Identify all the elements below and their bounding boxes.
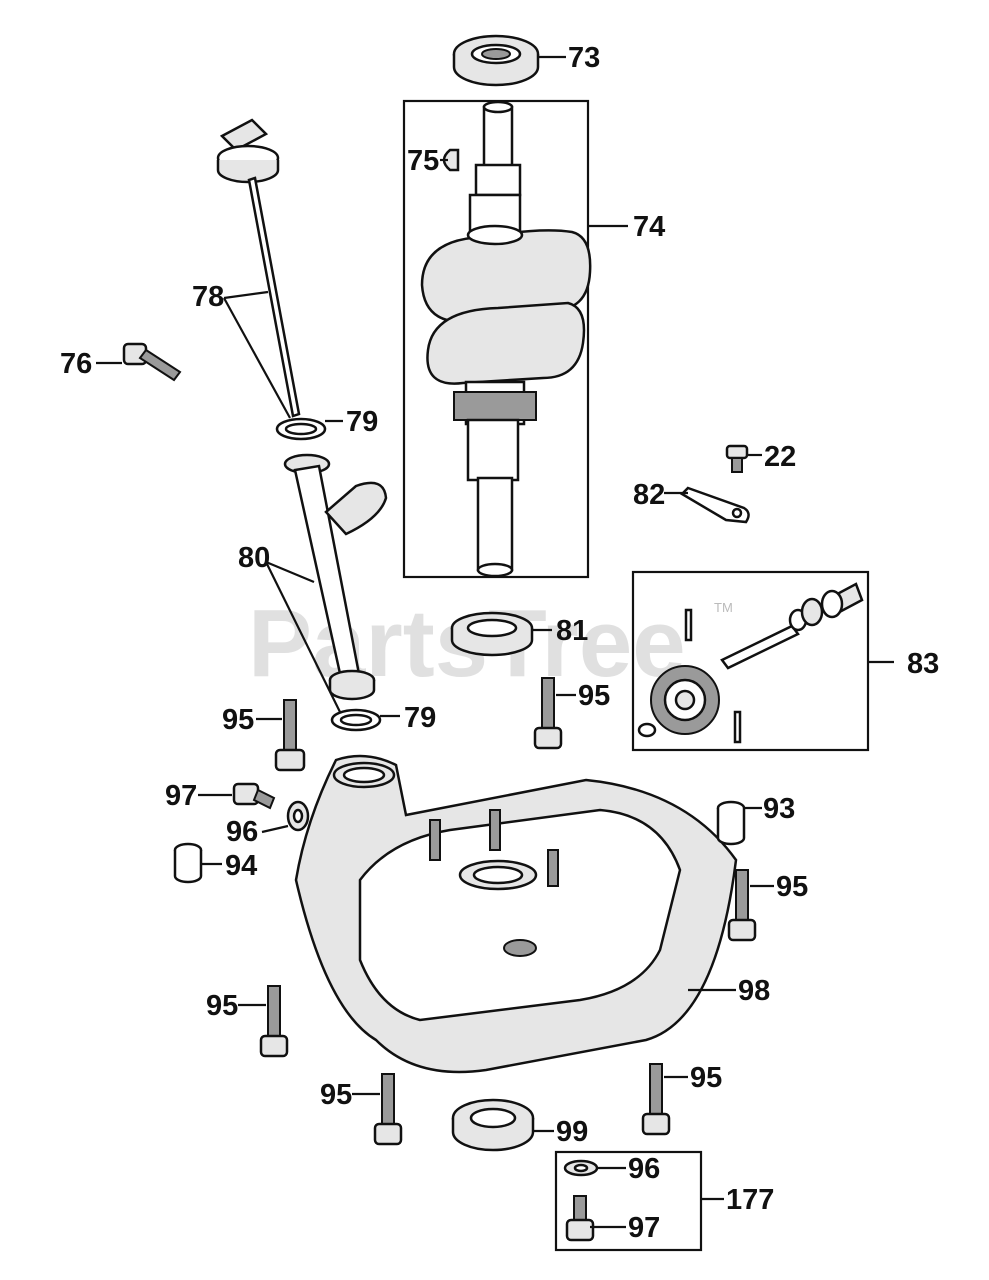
callout-79-lower: 79 <box>404 702 436 734</box>
bolt-95-f[interactable] <box>641 1063 671 1136</box>
oring-79-upper[interactable] <box>275 417 327 441</box>
callout-95-b: 95 <box>578 680 610 712</box>
callout-94: 94 <box>225 850 257 882</box>
callout-98: 98 <box>738 975 770 1007</box>
callout-96-upper: 96 <box>226 816 258 848</box>
callout-97-kit: 97 <box>628 1212 660 1244</box>
dipstick-tube-80[interactable] <box>283 453 388 701</box>
bearing-73[interactable] <box>452 34 540 87</box>
callout-99: 99 <box>556 1116 588 1148</box>
bolt-95-d[interactable] <box>259 985 289 1058</box>
oring-79-lower[interactable] <box>330 708 382 732</box>
bolt-95-c[interactable] <box>727 869 757 942</box>
hardware-kit-box <box>554 1150 703 1252</box>
callout-93: 93 <box>763 793 795 825</box>
callout-96-kit: 96 <box>628 1153 660 1185</box>
callout-95-a: 95 <box>222 704 254 736</box>
dipstick-78[interactable] <box>216 118 301 418</box>
bearing-99[interactable] <box>451 1098 535 1152</box>
watermark-tm: TM <box>714 600 733 615</box>
bolt-76[interactable] <box>122 342 182 382</box>
bolt-97-kit[interactable] <box>565 1195 595 1242</box>
callout-76: 76 <box>60 348 92 380</box>
crankcase-cover-98[interactable] <box>294 754 738 1074</box>
bolt-22[interactable] <box>725 444 749 473</box>
callout-82: 82 <box>633 479 665 511</box>
callout-95-c: 95 <box>776 871 808 903</box>
governor-assembly-83[interactable] <box>637 582 864 744</box>
callout-95-e: 95 <box>320 1079 352 1111</box>
callout-22: 22 <box>764 441 796 473</box>
callout-73: 73 <box>568 42 600 74</box>
bolt-95-b[interactable] <box>533 677 563 750</box>
callout-97-upper: 97 <box>165 780 197 812</box>
callout-83: 83 <box>907 648 939 680</box>
crankshaft-74[interactable] <box>420 100 592 578</box>
woodruff-key-75[interactable] <box>442 148 460 172</box>
callout-74: 74 <box>633 211 665 243</box>
bolt-95-a[interactable] <box>274 699 306 772</box>
callout-95-f: 95 <box>690 1062 722 1094</box>
callout-95-d: 95 <box>206 990 238 1022</box>
bolt-95-e[interactable] <box>373 1073 403 1146</box>
callout-75: 75 <box>407 145 439 177</box>
washer-96-kit[interactable] <box>563 1159 599 1177</box>
bolt-97-upper[interactable] <box>232 782 276 810</box>
spacer-94[interactable] <box>173 842 203 884</box>
oil-seal-81[interactable] <box>450 611 534 657</box>
callout-79-upper: 79 <box>346 406 378 438</box>
spacer-93[interactable] <box>716 800 746 846</box>
callout-81: 81 <box>556 615 588 647</box>
callout-78: 78 <box>192 281 224 313</box>
callout-177: 177 <box>726 1184 774 1216</box>
callout-80: 80 <box>238 542 270 574</box>
governor-lever-82[interactable] <box>679 486 750 524</box>
washer-96-upper[interactable] <box>286 800 310 832</box>
